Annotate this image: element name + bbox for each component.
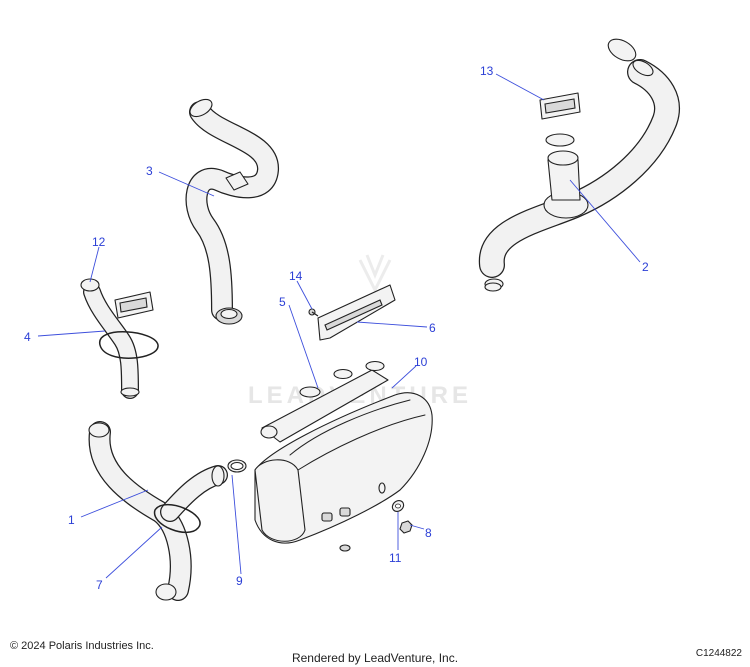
callout-1[interactable]: 1 xyxy=(68,513,75,527)
part-10-airbox[interactable] xyxy=(254,392,433,552)
part-14-screw[interactable] xyxy=(308,308,319,317)
part-1-duct[interactable] xyxy=(88,421,228,601)
callout-14[interactable]: 14 xyxy=(289,269,303,283)
callout-11[interactable]: 11 xyxy=(389,551,402,565)
part-5-intake-tube[interactable] xyxy=(260,360,389,443)
part-4-duct[interactable] xyxy=(80,278,159,399)
callout-8[interactable]: 8 xyxy=(425,526,432,540)
callout-9[interactable]: 9 xyxy=(236,574,243,588)
callout-4[interactable]: 4 xyxy=(24,330,31,344)
part-2-duct[interactable] xyxy=(478,35,680,290)
part-2-clamp xyxy=(484,282,502,292)
part-13-vent[interactable] xyxy=(539,92,581,147)
callout-3[interactable]: 3 xyxy=(146,164,153,178)
callout-2[interactable]: 2 xyxy=(642,260,649,274)
part-3-duct[interactable] xyxy=(185,96,279,325)
callout-5[interactable]: 5 xyxy=(279,295,286,309)
callout-10[interactable]: 10 xyxy=(414,355,428,369)
callout-6[interactable]: 6 xyxy=(429,321,436,335)
diagram-id: C1244822 xyxy=(695,648,742,659)
part-9-clamp[interactable] xyxy=(227,459,247,473)
callout-13[interactable]: 13 xyxy=(480,64,494,78)
rendered-by-text: Rendered by LeadVenture, Inc. xyxy=(291,651,459,665)
part-11-washer[interactable] xyxy=(390,498,406,513)
leader-lines xyxy=(37,73,641,579)
callouts: 1 2 3 4 5 6 7 8 9 10 11 12 13 14 xyxy=(24,64,649,592)
callout-12[interactable]: 12 xyxy=(92,235,106,249)
copyright-text: © 2024 Polaris Industries Inc. xyxy=(10,640,154,652)
callout-7[interactable]: 7 xyxy=(96,578,103,592)
part-8-nut[interactable] xyxy=(399,520,413,534)
part-6-bracket[interactable] xyxy=(317,284,396,341)
